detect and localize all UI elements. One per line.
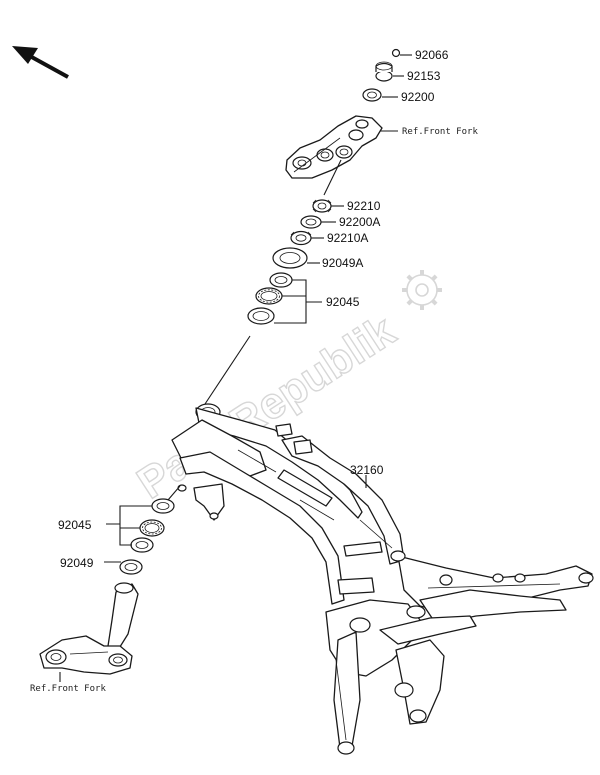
label-ref-front-fork-bottom: Ref.Front Fork — [30, 684, 106, 694]
seal-92049 — [119, 559, 143, 575]
stem-line-frame — [204, 335, 251, 405]
stem-line-top — [323, 159, 342, 196]
label-92049A: 92049A — [322, 256, 363, 270]
label-92045-top: 92045 — [326, 295, 360, 309]
bearing-92045-lower-a — [151, 498, 175, 514]
label-32160: 32160 — [350, 463, 384, 477]
bearing-92045-lower-c — [130, 537, 154, 553]
bearing-92045-upper-b — [255, 287, 283, 305]
label-92153: 92153 — [407, 69, 441, 83]
bracket-92045-left — [106, 505, 152, 546]
label-92210A: 92210A — [327, 231, 368, 245]
upper-triple-clamp — [285, 115, 383, 179]
leader-lower-stem — [167, 485, 181, 501]
nut-92153 — [375, 61, 393, 82]
nut-92210 — [312, 199, 332, 213]
label-92045-left: 92045 — [58, 518, 92, 532]
label-92200: 92200 — [401, 90, 435, 104]
watermark-text: PartsRepublik — [129, 306, 404, 509]
cap-92066 — [391, 48, 401, 58]
bearing-92045-lower-b — [139, 519, 165, 537]
bearing-92045-upper-c — [247, 307, 275, 325]
gear-icon — [402, 270, 442, 310]
lower-triple-clamp — [39, 582, 139, 675]
washer-92200 — [362, 88, 382, 102]
frame-32160 — [171, 403, 594, 755]
washer-92200A — [300, 215, 322, 229]
bearing-92045-upper-a — [269, 272, 293, 288]
label-92210: 92210 — [347, 199, 381, 213]
label-92200A: 92200A — [339, 215, 380, 229]
nut-92210A — [290, 230, 312, 246]
label-ref-front-fork-top: Ref.Front Fork — [402, 127, 478, 137]
label-92049: 92049 — [60, 556, 94, 570]
bracket-92045-top — [274, 279, 322, 324]
label-92066: 92066 — [415, 48, 449, 62]
seal-92049A — [272, 247, 308, 269]
direction-arrow-icon — [12, 46, 69, 79]
